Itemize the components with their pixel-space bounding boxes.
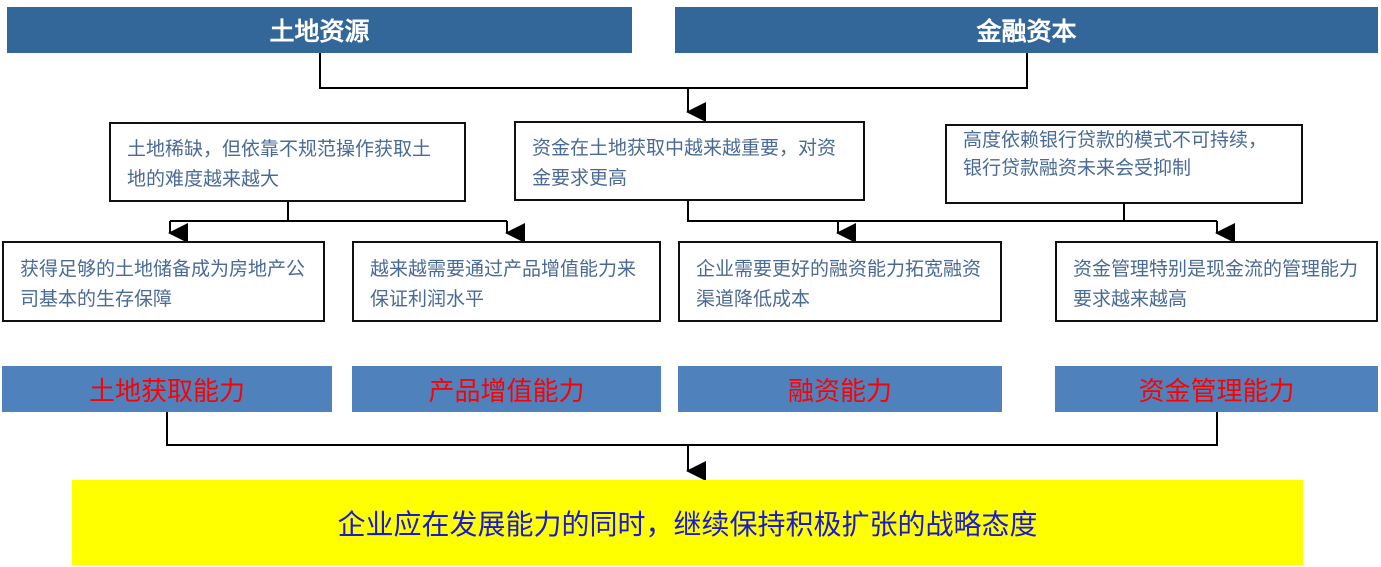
- capability-product-value: 产品增值能力: [352, 366, 661, 412]
- conclusion: 企业应在发展能力的同时，继续保持积极扩张的战略态度: [72, 480, 1303, 565]
- challenge-land: 土地稀缺，但依靠不规范操作获取土地的难度越来越大: [109, 122, 466, 202]
- need-land-reserve: 获得足够的土地储备成为房地产公司基本的生存保障: [2, 241, 325, 322]
- need-product-value: 越来越需要通过产品增值能力来保证利润水平: [352, 241, 661, 322]
- capability-financing: 融资能力: [678, 366, 1002, 412]
- need-financing: 企业需要更好的融资能力拓宽融资渠道降低成本: [678, 241, 1002, 322]
- source-finance: 金融资本: [675, 7, 1378, 53]
- source-land: 土地资源: [7, 7, 632, 53]
- challenge-bank-loans: 高度依赖银行贷款的模式不可持续，银行贷款融资未来会受抑制: [945, 124, 1303, 204]
- challenge-capital: 资金在土地获取中越来越重要，对资金要求更高: [514, 121, 865, 201]
- capability-land-acquisition: 土地获取能力: [2, 366, 332, 412]
- need-cash-management: 资金管理特别是现金流的管理能力要求越来越高: [1055, 241, 1378, 322]
- capability-fund-management: 资金管理能力: [1055, 366, 1378, 412]
